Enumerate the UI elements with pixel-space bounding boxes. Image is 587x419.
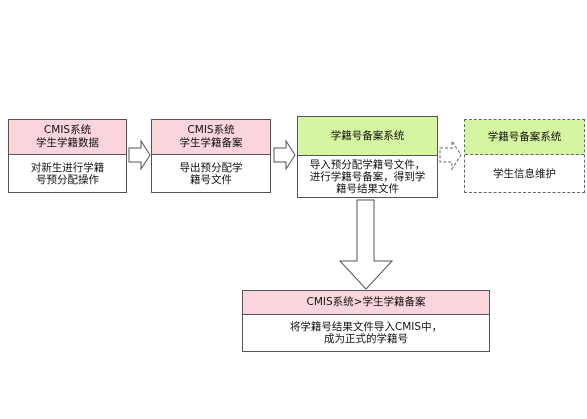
- record-system-maintenance-box: 学籍号备案系统 学生信息维护: [464, 119, 585, 193]
- cmis-student-data-box: CMIS系统 学生学籍数据 对新生进行学籍 号预分配操作: [8, 119, 127, 193]
- box1-title: CMIS系统 学生学籍数据: [9, 120, 126, 155]
- arrow-1-to-2: [128, 139, 151, 171]
- box3-title: 学籍号备案系统: [298, 117, 437, 156]
- box2-title: CMIS系统 学生学籍备案: [152, 120, 270, 155]
- box1-body: 对新生进行学籍 号预分配操作: [30, 161, 105, 186]
- box4-title: 学籍号备案系统: [465, 120, 584, 155]
- arrow-3-to-5: [338, 199, 394, 290]
- box5-body: 将学籍号结果文件导入CMIS中， 成为正式的学籍号: [289, 321, 443, 345]
- record-system-box: 学籍号备案系统 导入预分配学籍号文件， 进行学籍号备案，得到学 籍号结果文件: [297, 116, 438, 198]
- arrow-3-to-4: [439, 139, 462, 171]
- box2-body: 导出预分配学 籍号文件: [179, 161, 243, 186]
- arrow-2-to-3: [273, 139, 296, 171]
- box5-title: CMIS系统>学生学籍备案: [243, 291, 489, 315]
- box3-body: 导入预分配学籍号文件， 进行学籍号备案，得到学 籍号结果文件: [309, 158, 426, 195]
- box4-body: 学生信息维护: [493, 167, 556, 180]
- cmis-import-box: CMIS系统>学生学籍备案 将学籍号结果文件导入CMIS中， 成为正式的学籍号: [242, 290, 490, 352]
- cmis-record-box: CMIS系统 学生学籍备案 导出预分配学 籍号文件: [151, 119, 271, 193]
